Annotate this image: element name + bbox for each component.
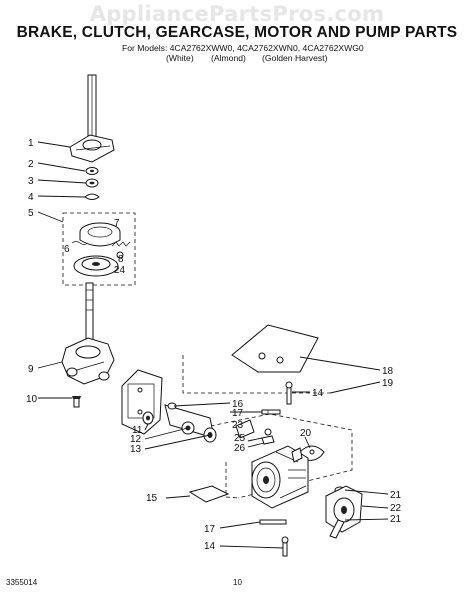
part-1-hub xyxy=(69,134,115,163)
part-9-gearcase xyxy=(61,282,115,385)
callout-17-upper: 17 xyxy=(232,408,244,419)
part-12-13-bearing-set xyxy=(164,404,217,443)
part-17-spacer-upper xyxy=(261,409,281,415)
leader-lines xyxy=(37,141,389,549)
callout-23: 23 xyxy=(232,420,244,431)
part-23-bracket xyxy=(235,419,255,439)
callout-9: 9 xyxy=(28,364,34,375)
callout-14-lower: 14 xyxy=(204,541,216,552)
callout-13: 13 xyxy=(130,444,142,455)
part-14-bolt-lower xyxy=(281,536,289,557)
callout-19: 19 xyxy=(382,378,394,389)
callout-24: 24 xyxy=(114,265,126,276)
color-white: (White) xyxy=(166,53,194,63)
watermark: AppliancePartsPros.com xyxy=(89,2,385,26)
part-24-pulley xyxy=(73,255,119,277)
part-17-spacer-lower xyxy=(259,519,287,525)
part-4-ring xyxy=(84,193,100,200)
callout-25: 25 xyxy=(234,433,246,444)
part-19-frame-outline xyxy=(182,355,353,499)
callout-26: 26 xyxy=(234,443,246,454)
callout-17-lower: 17 xyxy=(204,524,216,535)
callout-21-lower: 21 xyxy=(390,514,402,525)
callout-labels: 1 2 3 4 5 6 7 8 24 9 10 11 12 13 14 15 1… xyxy=(26,138,402,552)
page-number: 10 xyxy=(233,578,242,587)
callout-18: 18 xyxy=(382,366,394,377)
diagram-title: BRAKE, CLUTCH, GEARCASE, MOTOR AND PUMP … xyxy=(16,24,458,41)
color-golden-harvest: (Golden Harvest) xyxy=(262,53,328,63)
callout-15: 15 xyxy=(146,493,158,504)
part-8-cam xyxy=(116,251,124,259)
brake-drum xyxy=(79,222,121,247)
part-18-pump-cover xyxy=(231,324,319,373)
part-14-bolt-upper xyxy=(285,381,293,405)
part-5-brake-clutch-assembly xyxy=(62,212,136,286)
callout-6: 6 xyxy=(64,244,70,255)
agitator-shaft xyxy=(87,74,97,146)
callout-4: 4 xyxy=(28,192,34,203)
callout-12: 12 xyxy=(130,434,142,445)
callout-21-upper: 21 xyxy=(390,490,402,501)
callout-8: 8 xyxy=(118,254,124,265)
part-3-bearing xyxy=(85,178,99,188)
doc-number: 3355014 xyxy=(6,578,38,587)
callout-1: 1 xyxy=(28,138,34,149)
callout-20: 20 xyxy=(300,428,312,439)
part-10-bolt xyxy=(72,396,81,408)
part-2-washer xyxy=(85,167,99,175)
callout-11: 11 xyxy=(132,425,143,436)
callout-22: 22 xyxy=(390,503,402,514)
part-22-pump xyxy=(325,485,363,539)
models-line: For Models: 4CA2762XWW0, 4CA2762XWN0, 4C… xyxy=(122,43,364,53)
callout-16: 16 xyxy=(232,399,244,410)
part-7-spring xyxy=(111,241,131,247)
part-11-bushing xyxy=(142,411,154,425)
callout-5: 5 xyxy=(28,208,34,219)
part-25-26-fasteners xyxy=(261,428,275,445)
part-15-mounting-pad xyxy=(188,485,230,503)
callout-3: 3 xyxy=(28,176,34,187)
callout-7: 7 xyxy=(114,218,120,229)
motor xyxy=(251,445,309,509)
callout-2: 2 xyxy=(28,159,34,170)
callout-10: 10 xyxy=(26,394,38,405)
color-almond: (Almond) xyxy=(211,53,246,63)
callout-14-upper: 14 xyxy=(312,388,324,399)
